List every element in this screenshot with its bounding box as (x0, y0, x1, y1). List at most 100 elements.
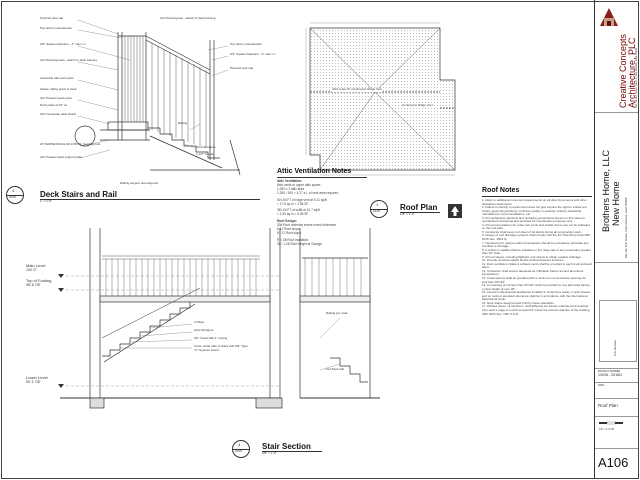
level-elevation: 100'-0" (26, 268, 37, 272)
revision-table: City Review (599, 300, 637, 362)
sheet-number: A106 (598, 455, 629, 470)
deck-callout-right: Top rail by manufacturer (230, 42, 263, 46)
attic-note-line: 6-12 Roof slope (277, 227, 300, 232)
roof-notes-body: 1. Refer to additional notes and require… (482, 198, 593, 316)
stair-view-bubble: 3 A106 (232, 440, 250, 458)
deck-callout-right: 1-1/2" Treads (196, 152, 214, 156)
stair-scale: 3/8" = 1'-0" (262, 451, 277, 455)
attic-note-line: 30 / 1-28 Roof height at Garage (277, 241, 322, 246)
roof-view-bubble: 1 A106 (370, 200, 388, 218)
deck-callout: 2x6 Treated wood support plate (40, 155, 83, 159)
project-number: 13098 - 2018N (598, 373, 622, 377)
roof-note: 14. An opening of not less than 20"x30" … (482, 283, 590, 291)
date-label: DATE (598, 384, 605, 387)
attic-note-line: = 17.5 sq.in = 1.96 SF (277, 201, 309, 206)
deck-callout-right: Pyramid post cap (230, 66, 254, 70)
roof-note: 12. Contractor shall ensure adequate air… (482, 268, 584, 277)
deck-callout: Pyramid post cap (40, 16, 64, 20)
roof-note: 13. Crawl spaces shall be provided with … (482, 276, 587, 284)
roof-note: 15. Access to Mechanical appliances inst… (482, 290, 591, 302)
title-block: Creative Concepts Architecture, PLC 260 … (594, 0, 639, 478)
plan-ridge-label: 4/12 Lower B, Continuous Ridge Vent (332, 87, 383, 92)
roof-notes-title: Roof Notes (482, 187, 520, 194)
level-name: Main Level (26, 263, 46, 268)
attic-notes-body: Attic Ventilation: Attic vents in upper … (277, 179, 377, 247)
attic-note-line: R = 38 Roof insulation (277, 237, 309, 242)
attic-note-line: 38 LIN FT of soffit at 10.7 sq/ft (277, 208, 320, 213)
stair-view-number: 3 (238, 442, 241, 447)
deck-view-sheet: A106 (9, 195, 17, 199)
stair-callout: 2x12 Stringers (194, 328, 214, 332)
deck-callout: Fasten railing posts to deck (40, 87, 77, 91)
deck-view-number: 4 (12, 188, 15, 193)
deck-title: Deck Stairs and Rail (40, 190, 117, 199)
roof-plan-drawing (305, 22, 456, 176)
firm-logo-icon (600, 8, 618, 26)
roof-note: 17. Pitched (slope <2:12) Roof - Self-ad… (482, 304, 590, 316)
roof-view-number: 1 (376, 202, 379, 207)
plan-ridge-label: Continuous Ridge Vent (402, 103, 433, 108)
roof-note: 8. A cricket or saddle shall be installe… (482, 247, 591, 256)
attic-note-line: 50 LIN FT of ridge vent at 9.11 sq/ft (277, 197, 327, 202)
attic-note-line: 8 / 12 Roof slope (277, 230, 302, 235)
deck-callout-right: 3/4" Square balusters - 4" max o.c. (230, 52, 277, 56)
level-elevation: 90'-1 7/8" (26, 380, 41, 384)
deck-callout-right: 4x4 Post bayonet - attach to deck framin… (160, 16, 216, 20)
attic-note-line: 1,280 x 1 attic area (277, 186, 305, 191)
roof-note: 11. Roof ventilation intake & exhaust ve… (482, 261, 593, 270)
roof-note: 4. All roof penetrations for rebar roof … (482, 222, 590, 231)
deck-stairs-drawing (74, 19, 241, 176)
deck-callout-right: 2x12 Stringers (196, 145, 216, 149)
scale-bar-icon (599, 421, 623, 425)
deck-callout: Deck joists at 16" oc (40, 103, 68, 107)
stair-callout: In Riser (194, 320, 205, 324)
deck-callout: 4x4 Treated wood posts (40, 96, 72, 100)
roof-note: 3. All mechanical, electrical and plumbi… (482, 215, 585, 224)
roof-note: 7. Overload roof, gutters and/or downspo… (482, 240, 589, 249)
level-name: Lower Level (26, 375, 48, 380)
phase-label: City Review (613, 340, 617, 356)
roof-note: 6. Design of roof drainage systems shall… (482, 233, 591, 242)
deck-callout: Assemble rails and posts (40, 76, 74, 80)
north-arrow-icon (448, 204, 462, 218)
attic-note-line: Attic vents in upper attic space: (277, 182, 322, 187)
deck-view-bubble: 4 A106 (6, 186, 24, 204)
stair-callout: 2x4 Stud wall (326, 367, 344, 371)
stair-view-sheet: A106 (235, 449, 243, 453)
project-number-label: PROJECT NUMBER (598, 370, 621, 373)
sheet-name: Roof Plan (598, 403, 618, 408)
stair-callout: Railing per code (326, 311, 348, 315)
roof-note: 9. All roof slopes, including flatbasic … (482, 254, 582, 259)
deck-callout-right: Railing (178, 121, 188, 125)
roof-note: 10. Provide concrete splash blocks at al… (482, 258, 565, 263)
attic-note-line: Roof Design: (277, 219, 297, 224)
roof-note: 5. Contractor shall keep roof clean of a… (482, 229, 582, 234)
attic-note-line: Attic Ventilation: (277, 179, 303, 183)
roof-view-sheet: A106 (373, 209, 381, 213)
attic-note-line: 1,280 / 300 = 4.27 s.f. of vent area req… (277, 190, 339, 195)
deck-callout: 3/4" Square balusters - 4" max o.c. (40, 42, 87, 46)
deck-scale: 1" = 1'-0" (40, 199, 53, 203)
roof-note: 1. Refer to additional notes and require… (482, 198, 587, 206)
firm-address: 260 SE 3rd Street, Suite 2, Des Moines, … (635, 47, 638, 108)
roof-note: 2. Failure to identify a requirement doe… (482, 205, 588, 217)
attic-note-line: = 1.53 sq.in = 0.96 SF (277, 212, 309, 217)
stair-callout: 3/4" Tread with 1" nosing (194, 336, 228, 340)
roof-plan-scale: 1/8" = 1'-0" (400, 212, 415, 216)
attic-note-line: 30# Roof underlay where noted otherwise (277, 223, 337, 228)
roof-note: 16. Roof drains designed and built by th… (482, 300, 555, 305)
project-name-line1: Brothers Home, LLC (601, 149, 611, 232)
project-address: 811 SE 11th Street | Des Moines, Iowa 50… (624, 197, 628, 258)
roof-plan-title: Roof Plan (400, 203, 438, 212)
level-elevation: 98'-6 7/8" (26, 283, 41, 287)
project-name-line2: New Home (611, 181, 621, 226)
deck-callout: 2x6 Composite deck board (40, 112, 76, 116)
deck-callout: Railing support post bayonet (120, 181, 159, 185)
deck-callout: AT PERPENDICULAR JOISTS: Carriage bolt (40, 142, 101, 146)
stair-section-drawing (58, 228, 380, 409)
stair-title: Stair Section (262, 442, 311, 451)
attic-notes-title: Attic Ventilation Notes (277, 168, 352, 175)
scale-bar-label: 1/8" = 1'-0" 8ft (599, 428, 614, 431)
deck-callout: 4x4 Post bayonets - attach to deck frami… (40, 58, 97, 62)
